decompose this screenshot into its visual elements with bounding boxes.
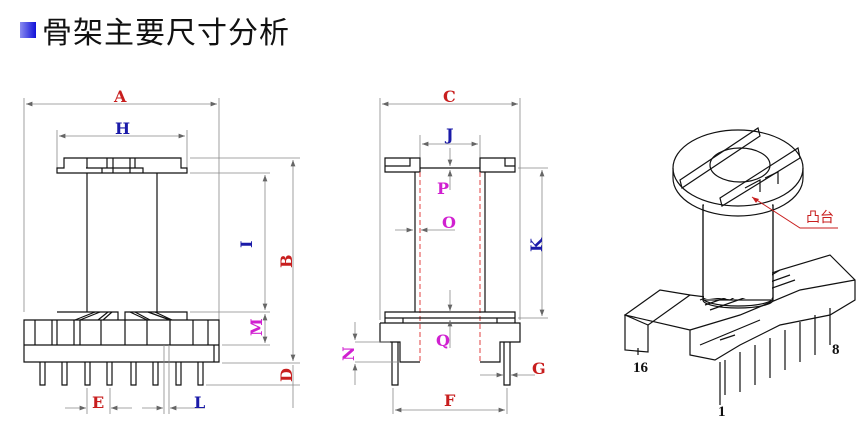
front-view: A H I B M D E L [23,87,300,414]
dim-C-label: C [443,87,456,106]
dim-B-label: B [277,254,296,268]
dim-P-label: P [437,179,449,198]
dim-A-label: A [113,87,127,106]
dim-D-label: D [277,368,296,382]
page-title: 骨架主要尺寸分析 [20,8,290,52]
dim-I-label: I [237,241,256,248]
pin-16-label: 16 [633,360,649,376]
side-view: C J P O K Q N G F [339,87,548,414]
dim-K-label: K [527,237,546,252]
dim-G-label: G [532,359,546,378]
boss-callout-label: 凸台 [806,210,834,226]
dim-F-label: F [444,391,456,410]
dim-N-label: N [339,346,358,361]
dim-M-label: M [247,318,266,336]
dim-E-label: E [92,393,104,412]
pin-1-label: 1 [718,404,726,420]
title-text: 骨架主要尺寸分析 [42,16,290,51]
dim-H-label: H [115,119,130,138]
dim-Q-label: Q [436,331,450,350]
isometric-view: 凸台 16 8 1 [623,127,856,420]
dim-J-label: J [444,125,454,144]
iso-pins [637,308,831,405]
bullet-square-icon [20,22,36,38]
pin-8-label: 8 [832,342,840,358]
front-pins [39,362,204,386]
dim-L-label: L [194,393,205,412]
dim-O-label: O [442,213,456,232]
